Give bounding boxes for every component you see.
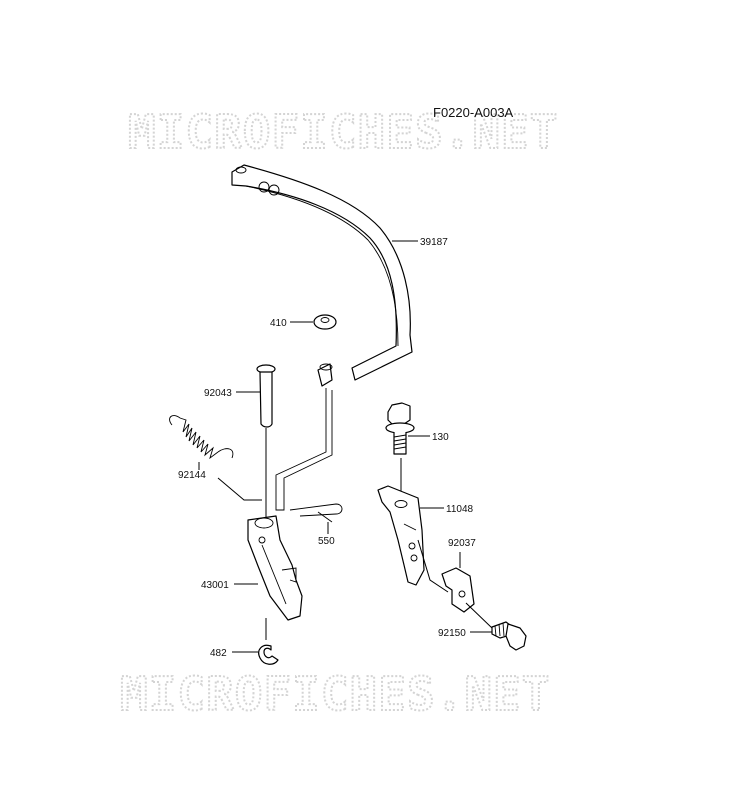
watermark-top: MICROFICHES.NET bbox=[128, 105, 558, 159]
label-130: 130 bbox=[432, 432, 449, 443]
label-11048: 11048 bbox=[446, 504, 474, 515]
washer-part bbox=[313, 314, 337, 330]
clamp-part bbox=[441, 567, 475, 613]
label-39187: 39187 bbox=[420, 237, 448, 248]
pin-part bbox=[256, 364, 276, 428]
e-ring-part bbox=[258, 644, 279, 665]
brake-rod-part bbox=[275, 388, 333, 511]
bolt-92150-axis-line bbox=[465, 602, 493, 629]
lever-part bbox=[247, 515, 303, 621]
leader-92144-assembly bbox=[217, 477, 262, 501]
bracket-part bbox=[377, 485, 425, 586]
label-43001: 43001 bbox=[201, 580, 229, 591]
clamp-guide-line bbox=[417, 539, 449, 593]
label-92043: 92043 bbox=[204, 388, 232, 399]
hex-bolt-part bbox=[491, 621, 527, 651]
flange-bolt-part bbox=[385, 402, 415, 455]
label-92144: 92144 bbox=[178, 470, 206, 481]
spring-part bbox=[169, 415, 234, 460]
label-92150: 92150 bbox=[438, 628, 466, 639]
label-550: 550 bbox=[318, 536, 335, 547]
label-92037: 92037 bbox=[448, 538, 476, 549]
cotter-pin-part bbox=[289, 503, 343, 523]
label-482: 482 bbox=[210, 648, 227, 659]
label-410: 410 bbox=[270, 318, 287, 329]
brake-band-part bbox=[231, 164, 413, 387]
figure-code: F0220-A003A bbox=[433, 105, 514, 120]
watermark-bottom: MICROFICHES.NET bbox=[120, 667, 550, 721]
